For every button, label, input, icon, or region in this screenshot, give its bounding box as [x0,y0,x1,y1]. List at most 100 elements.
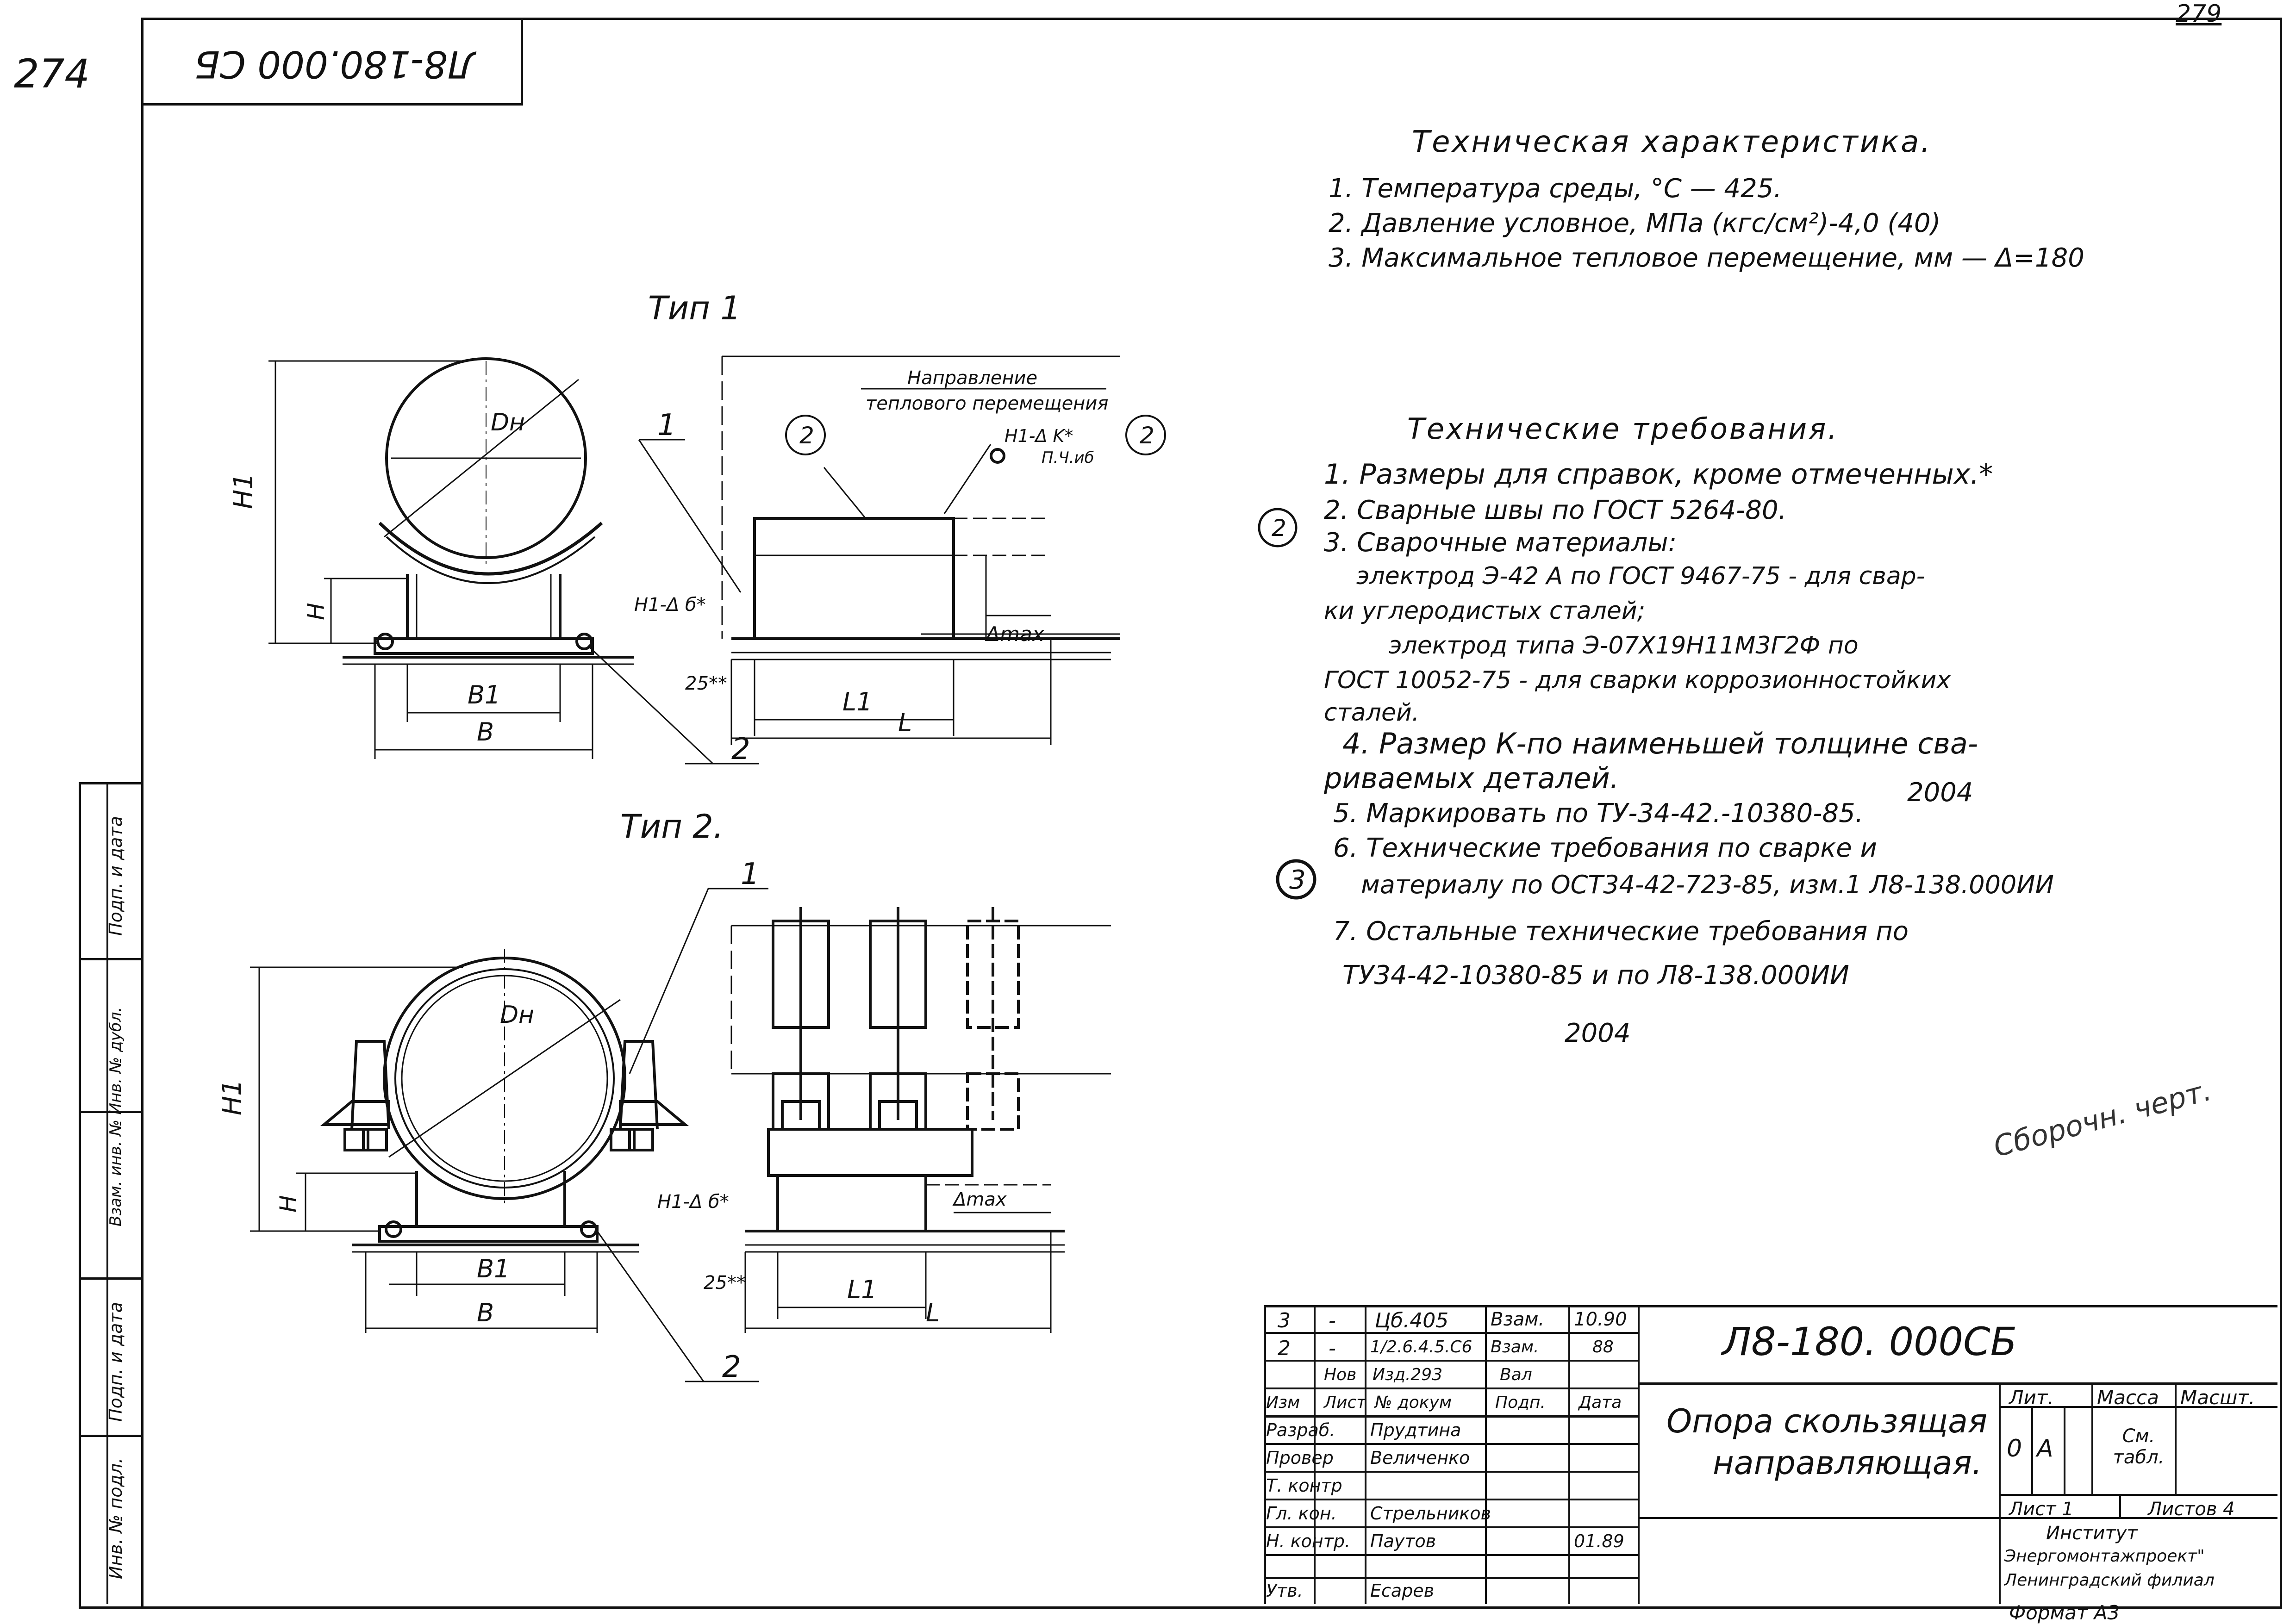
lit-label: Лит. [2009,1386,2054,1409]
side-stamp-divider [79,1277,141,1280]
stamp-header: Изм [1266,1393,1300,1412]
drawing-name: направляющая. [1713,1444,1982,1482]
revision-cell: 88 [1592,1338,1614,1356]
page-number-left: 274 [14,51,90,97]
tech-req-item: электрод Э-42 А по ГОСТ 9467-75 - для св… [1356,562,1925,590]
h-label: H [303,603,330,620]
drawing-name: Опора скользящая [1666,1402,1988,1440]
stamp-role: Разраб. [1266,1420,1335,1440]
title-block [1264,1305,2277,1604]
tech-req-item: 4. Размер К-по наименьшей толщине сва- [1342,727,1978,760]
type1-title: Тип 1 [648,289,741,327]
tech-req-item: риваемых деталей. [1324,761,1619,795]
callout-2: 2 [731,732,750,766]
tech-req-item: 1. Размеры для справок, кроме отмеченных… [1324,458,1993,491]
stamp-role: Н. контр. [1266,1531,1351,1551]
revision-cell: - [1329,1337,1336,1360]
tech-req-item: ки углеродистых сталей; [1324,597,1646,625]
weld-symbol-label: H1-Δ б* [634,594,706,616]
stamp-role: Провер [1266,1448,1334,1468]
type2-title: Тип 2. [620,808,724,846]
callout-1: 1 [657,408,676,442]
stamp-header: Дата [1578,1393,1622,1412]
direction-label: Направление [907,367,1037,389]
revision-cell: 10.90 [1574,1309,1627,1330]
stamp-person: Есарев [1370,1580,1435,1601]
revision-cell: Нов [1324,1365,1357,1384]
tech-req-item: сталей. [1324,699,1420,727]
sheet-count: Листов 4 [2148,1499,2235,1520]
tech-req-title: Технические требования. [1407,412,1839,446]
revision-cell: Взам. [1491,1338,1539,1356]
dn-label: Dн [500,1001,534,1029]
drawing-designation: Л8-180. 000СБ [1722,1319,2017,1364]
scale-label: Масшт. [2180,1386,2255,1409]
revision-cell: Взам. [1491,1309,1545,1330]
stamp-header: № докум [1375,1393,1452,1412]
revision-cell: 2 [1278,1337,1291,1360]
side-stamp-divider [79,958,141,960]
weld-symbol-label: П.Ч.иб [1042,448,1094,467]
l-label: L [898,708,912,737]
mass-value: См. табл. [2113,1425,2165,1468]
circle-callout-2: 2 [799,422,814,449]
stamp-person: Стрельников [1370,1503,1491,1524]
stamp-person: Прудтина [1370,1420,1461,1440]
tech-req-item: электрод типа Э-07Х19Н11М3Г2Ф по [1389,632,1859,660]
l1-label: L1 [847,1275,877,1304]
stamp-person: Величенко [1370,1448,1470,1468]
side-stamp-divider [79,1435,141,1437]
b-label: B [477,1298,494,1327]
weld-symbol-label: H1-Δ б* [657,1191,729,1213]
h1-label: H1 [217,1079,247,1115]
tech-req-item: 5. Маркировать по ТУ-34-42.-10380-85. [1333,798,1864,828]
organization: Ленинградский филиал [2004,1571,2215,1590]
revision-cell: - [1329,1309,1336,1332]
callout-2: 2 [722,1350,741,1384]
organization: Институт [2046,1523,2138,1544]
revision-cell: Изд.293 [1373,1365,1443,1384]
side-stamp [79,782,144,1609]
mass-label: Масса [2097,1386,2159,1409]
organization: Энергомонтажпроект" [2004,1547,2205,1566]
tech-char-item: 1. Температура среды, °C — 425. [1329,174,1782,204]
side-stamp-inner-line [106,782,108,1604]
delta-max-label: Δmax [985,622,1045,646]
tech-req-item: материалу по ОСТ34-42-723-85, изм.1 Л8-1… [1361,870,2054,899]
circle-callout-3: 3 [1289,865,1306,895]
tech-req-item: 2. Сварные швы по ГОСТ 5264-80. [1324,495,1787,525]
dim-25-label: 25** [704,1272,746,1294]
revision-cell: Цб.405 [1375,1309,1449,1332]
h-label: H [275,1195,302,1213]
circle-callout-2: 2 [1272,515,1286,541]
lit-value: 0 [2007,1435,2022,1462]
tech-req-item: ГОСТ 10052-75 - для сварки коррозионност… [1324,666,1951,694]
tech-char-item: 2. Давление условное, МПа (кгс/см²)-4,0 … [1329,208,1941,238]
revision-cell: 1/2.6.4.5.С6 [1370,1338,1472,1356]
b-label: B [477,717,494,747]
tech-req-item: 3. Сварочные материалы: [1324,528,1677,558]
stamp-header: Лист [1324,1393,1366,1412]
drawing-frame [141,18,2282,1609]
b1-label: B1 [468,680,500,709]
handwritten-note: 2004 [1907,778,1973,808]
handwritten-note: 2004 [1565,1018,1631,1048]
direction-label: теплового перемещения [866,393,1108,414]
circle-callout-2: 2 [1140,422,1154,449]
lit-value: А [2037,1435,2053,1462]
format-label: Формат А3 [2009,1601,2120,1624]
b1-label: B1 [477,1254,510,1283]
sheet-number: Лист 1 [2009,1499,2074,1520]
l-label: L [926,1298,940,1327]
delta-max-label: Δmax [952,1189,1007,1210]
tech-char-item: 3. Максимальное тепловое перемещение, мм… [1329,243,2084,273]
tech-req-item: 6. Технические требования по сварке и [1333,833,1877,863]
h1-label: H1 [229,473,259,509]
code-stamp-box [141,18,523,106]
stamp-person: Паутов [1370,1531,1436,1551]
stamp-header: Подп. [1495,1393,1546,1412]
tech-req-item: 7. Остальные технические требования по [1333,916,1909,946]
dim-25-label: 25** [685,673,727,694]
